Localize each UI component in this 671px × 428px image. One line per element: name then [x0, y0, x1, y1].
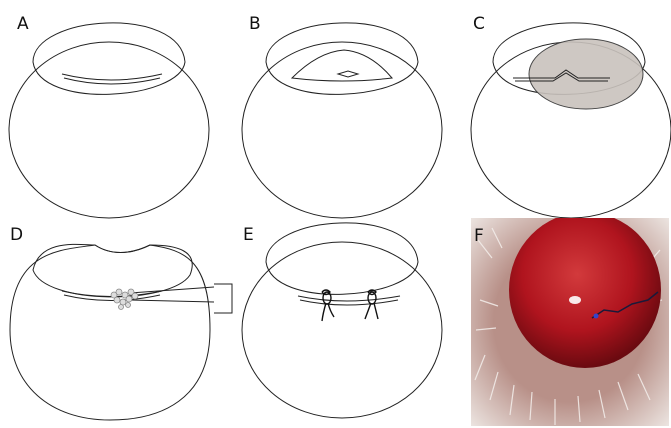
panel-f-photo [471, 212, 669, 426]
panel-label-d: D [10, 227, 23, 244]
panel-d-cornea-arc [33, 244, 192, 297]
panel-b-drawing [242, 23, 442, 218]
panel-label-c: C [473, 16, 485, 33]
panel-b-star-mark [338, 71, 358, 77]
panel-b-flap-outline [292, 50, 392, 81]
panel-e-incision [298, 296, 400, 305]
panel-label-f: F [474, 228, 484, 245]
panel-f-globe [509, 212, 661, 368]
panel-b-cornea-arc [266, 23, 418, 94]
panel-e-drawing [242, 223, 442, 418]
panel-b-eyeball [242, 42, 442, 218]
panel-label-b: B [249, 16, 261, 33]
panel-a-incision [62, 74, 162, 84]
panel-d-instrument-bracket [214, 284, 232, 313]
panel-c-drawing [471, 23, 671, 218]
panel-f-suture-knot [594, 314, 599, 319]
panel-f-highlight [569, 296, 581, 304]
panel-label-a: A [17, 16, 29, 33]
panel-a-eyeball [9, 42, 209, 218]
panel-a-drawing [9, 23, 209, 218]
panel-label-e: E [243, 227, 254, 244]
panel-e-eyeball [242, 242, 442, 418]
panel-d-eyeball [10, 245, 210, 420]
panel-e-cornea-arc [266, 223, 418, 294]
panel-c-flap-overlay [529, 39, 643, 109]
panel-d-drawing [10, 244, 232, 420]
panel-d-instrument-lower [130, 300, 214, 302]
